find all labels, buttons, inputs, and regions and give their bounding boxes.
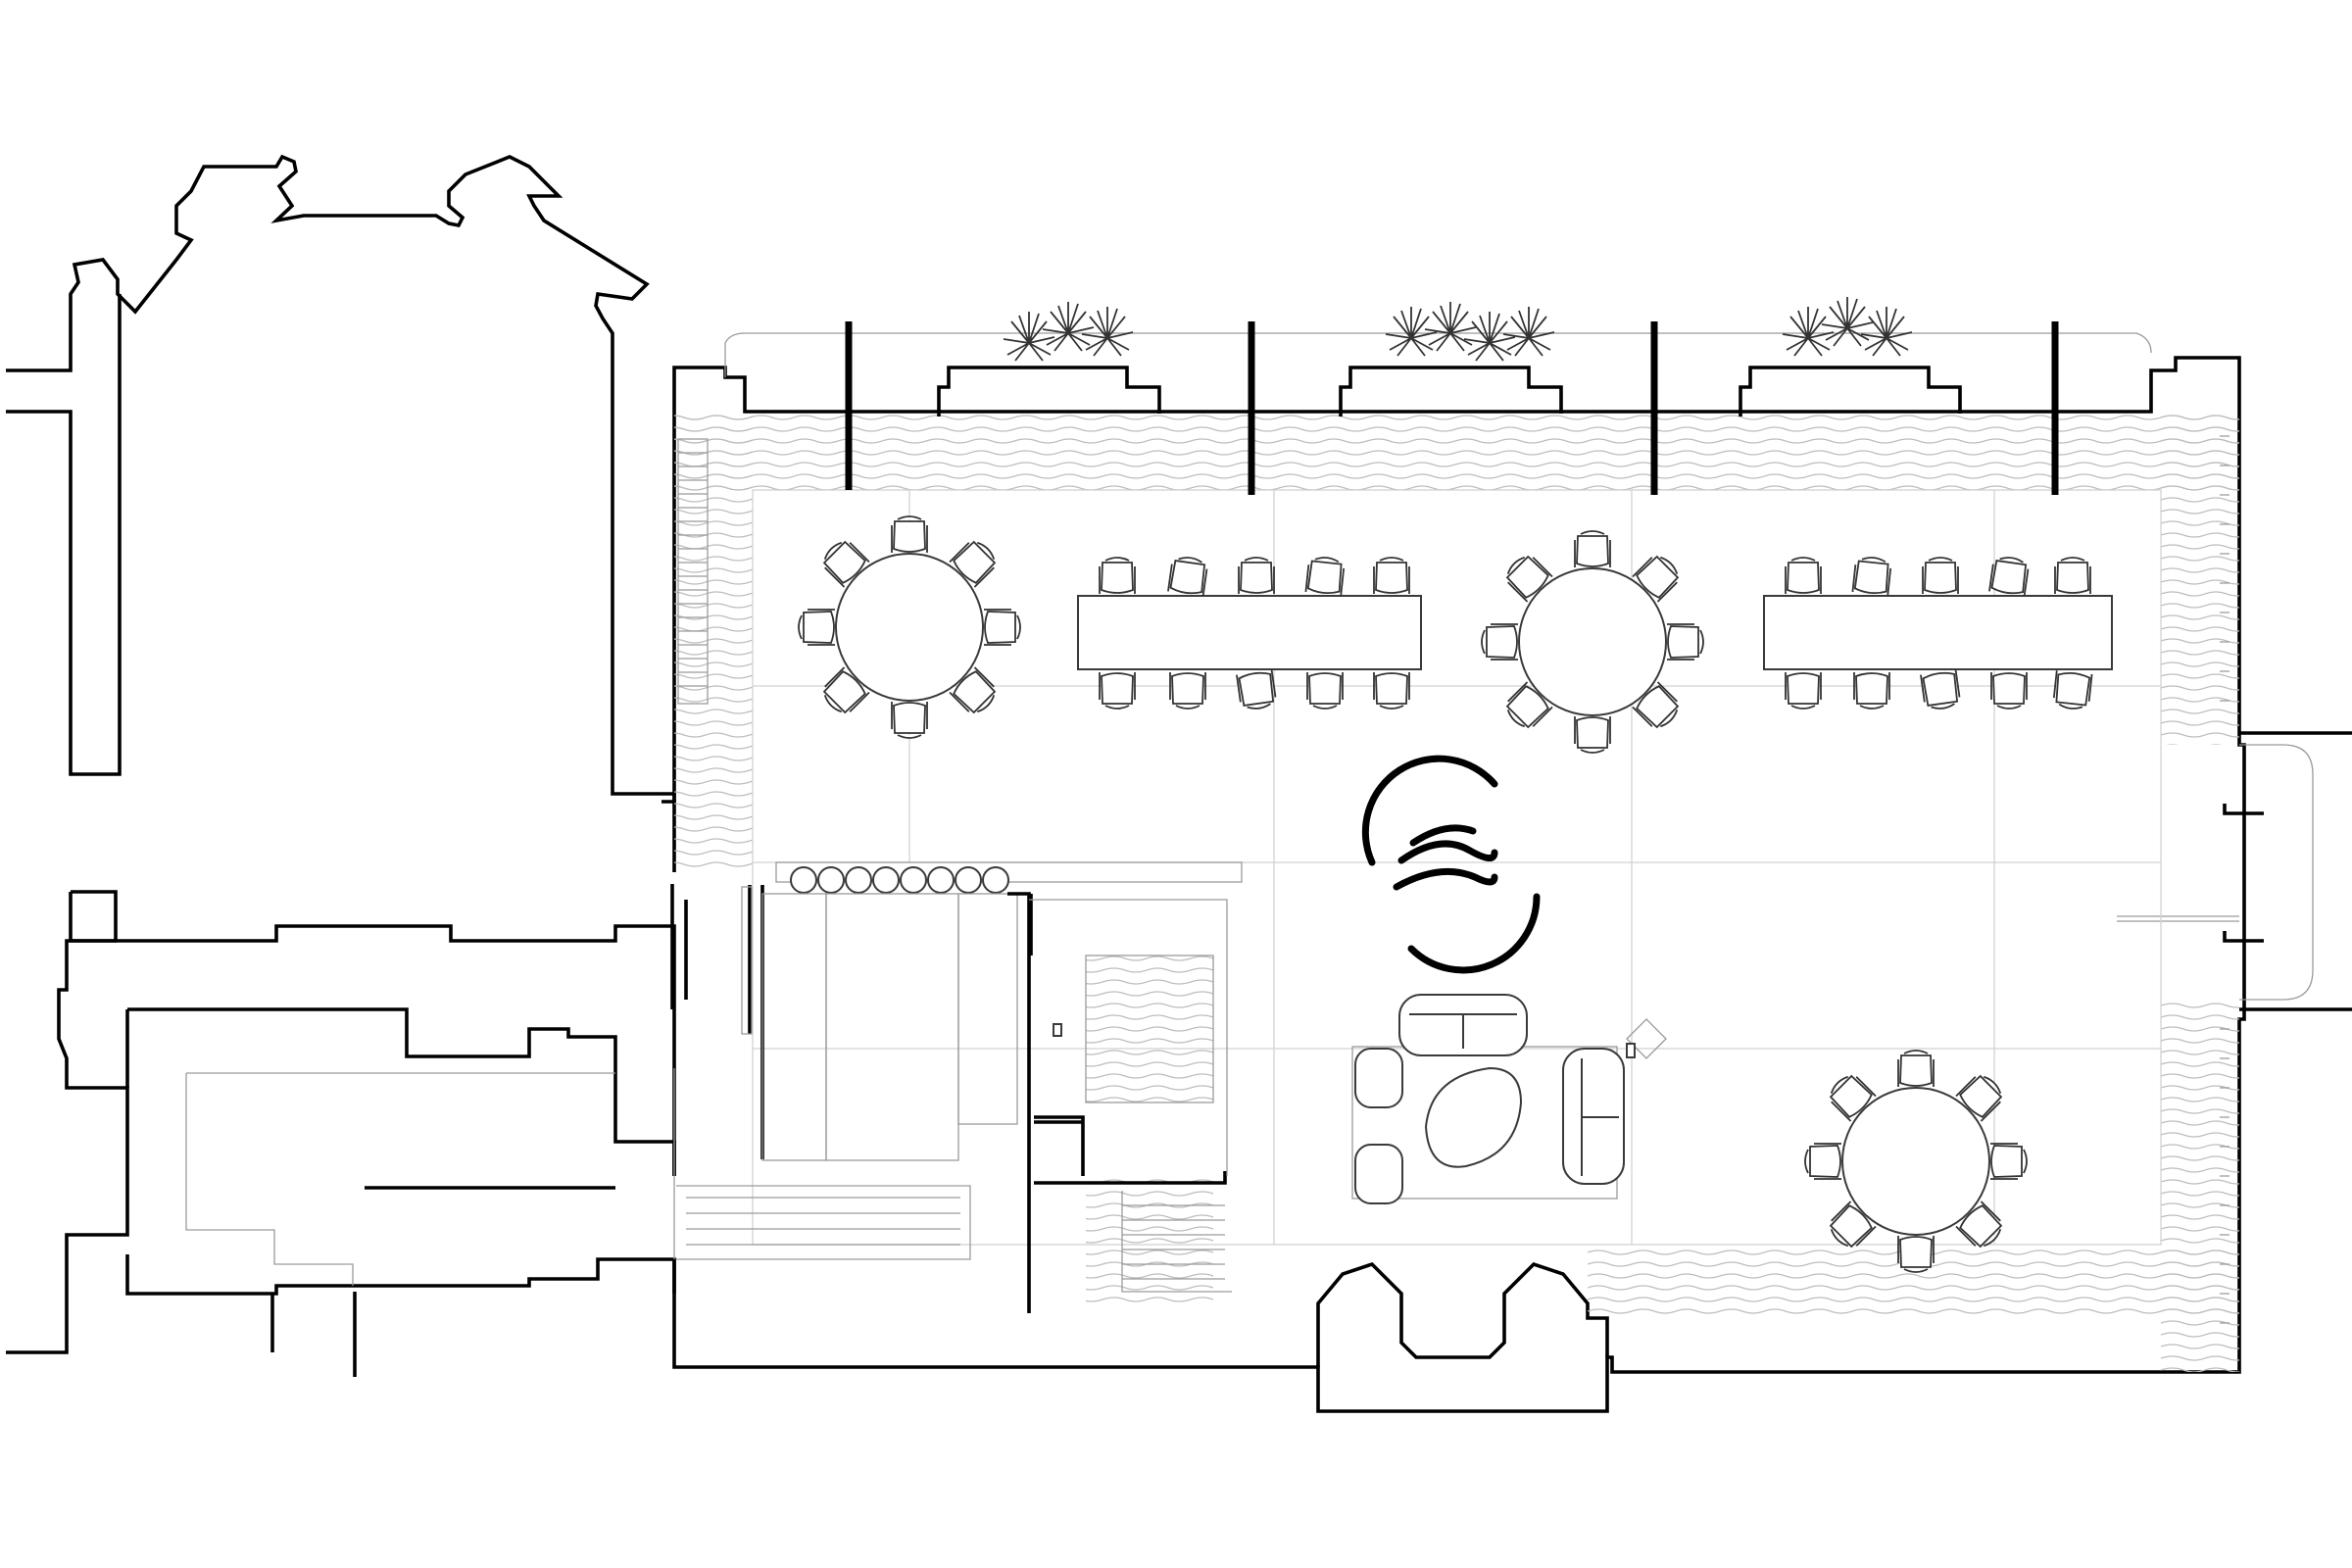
service-block: [670, 861, 1243, 1313]
round-table-1: [798, 515, 1021, 739]
neighbor-building-outline: [6, 154, 676, 1377]
long-table-1: [1077, 554, 1422, 712]
side-steps: [677, 438, 709, 705]
wave-circle-icon: [1361, 755, 1541, 974]
round-table-2: [1481, 530, 1704, 754]
planter-2: [1339, 301, 1563, 416]
round-table-3: [1804, 1050, 2028, 1273]
right-wall-ticks: [2220, 435, 2230, 1324]
pendant-row: [790, 866, 1009, 894]
sofa-lounge: [1351, 994, 1667, 1204]
planter-1: [937, 301, 1161, 416]
window-mullions: [845, 321, 2059, 495]
planter-3: [1739, 296, 1962, 416]
long-table-2: [1763, 554, 2113, 712]
